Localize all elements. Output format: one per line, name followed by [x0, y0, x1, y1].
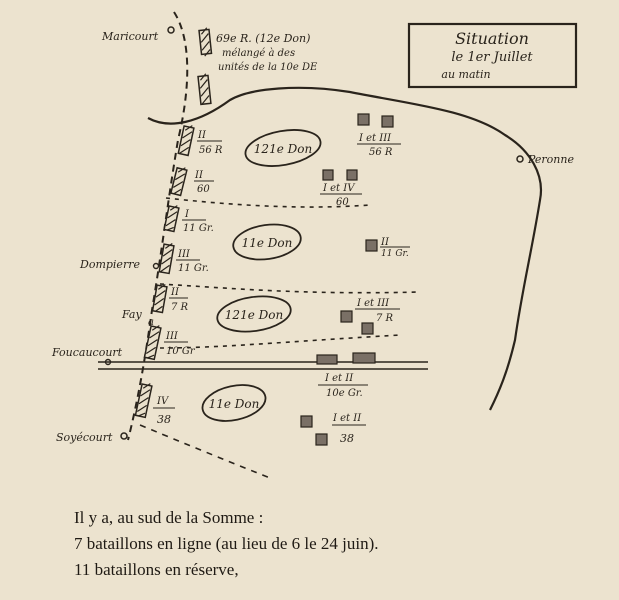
- place-peronne: Peronne: [527, 153, 574, 166]
- reserve-bat-5: I et II: [332, 413, 362, 424]
- sector-boundary: [147, 86, 543, 411]
- caption-line-3: 11 bataillons en réserve,: [74, 560, 239, 579]
- front-unit-reg-6: 38: [157, 413, 171, 426]
- map: Situation le 1er Juillet au matin Marico…: [51, 11, 578, 479]
- place-foucaucourt: Foucaucourt: [51, 346, 123, 359]
- note-69r-line3: unités de la 10e DE: [218, 62, 318, 73]
- sector-divider-1: [165, 197, 371, 208]
- place-fay: Fay: [121, 308, 142, 321]
- division-121-low: 121e Don: [225, 308, 283, 322]
- front-unit-5: III 10 Gr: [143, 325, 196, 361]
- caption-line-2: 7 bataillons en ligne (au lieu de 6 le 2…: [74, 534, 379, 553]
- place-maricourt: Maricourt: [101, 30, 159, 43]
- note-69r-line1: 69e R. (12e Don): [216, 32, 310, 45]
- front-unit-reg-3: 11 Gr.: [178, 263, 209, 274]
- place-fay-marker: a: [148, 317, 154, 328]
- title-box: [407, 22, 578, 89]
- title-line1: Situation: [455, 29, 529, 48]
- place-soyecourt: Soyécourt: [56, 431, 113, 444]
- front-unit-3: III 11 Gr.: [158, 243, 209, 275]
- division-oval-11-low: [201, 384, 267, 422]
- division-oval-121-top: [244, 129, 322, 167]
- sector-divider-2: [159, 283, 421, 294]
- reserve-bat-4: I et II: [324, 373, 354, 384]
- place-marker-soyecourt: [120, 432, 128, 440]
- front-unit-bat-4: II: [170, 287, 180, 298]
- reserve-bat-0: I et III: [358, 133, 392, 144]
- place-marker-foucaucourt: [104, 358, 112, 366]
- front-unit-bat-6: IV: [156, 396, 170, 407]
- front-unit-bat-0: II: [197, 130, 207, 141]
- reserve-reg-2: 11 Gr.: [381, 249, 409, 259]
- place-marker-peronne: [516, 155, 524, 163]
- front-unit-bat-1: II: [194, 170, 204, 181]
- sector-divider-3: [159, 334, 401, 349]
- front-unit-2: I 11 Gr.: [163, 205, 214, 234]
- reserve-bat-2: II: [380, 237, 390, 248]
- caption-line-1: Il y a, au sud de la Somme :: [74, 508, 264, 527]
- reserve-bat-3: I et III: [356, 298, 390, 309]
- reserve-5: I et II 38: [300, 413, 366, 446]
- reserve-3: I et III 7 R: [340, 298, 400, 335]
- reserve-reg-0: 56 R: [369, 147, 393, 158]
- reserve-4: I et II 10e Gr.: [316, 352, 376, 399]
- division-121-top: 121e Don: [254, 142, 312, 156]
- division-11-mid: 11e Don: [242, 236, 293, 250]
- reserve-2: II 11 Gr.: [365, 237, 410, 259]
- southern-boundary: [139, 424, 271, 479]
- reserve-reg-4: 10e Gr.: [326, 388, 363, 399]
- reserve-0: I et III 56 R: [357, 113, 401, 158]
- front-unit-reg-1: 60: [197, 184, 210, 195]
- title-line2: le 1er Juillet: [451, 50, 533, 65]
- front-unit-bat-2: I: [184, 209, 190, 220]
- front-unit-reg-4: 7 R: [171, 302, 189, 313]
- place-dompierre: Dompierre: [79, 258, 140, 271]
- unit-69r-rect-2: [197, 73, 212, 106]
- front-unit-6: IV 38: [134, 383, 175, 426]
- place-marker-dompierre: [152, 262, 160, 270]
- front-unit-reg-0: 56 R: [199, 145, 223, 156]
- unit-69r-rect-1: [198, 27, 213, 57]
- front-line: [127, 11, 189, 441]
- division-11-low: 11e Don: [209, 397, 260, 411]
- note-69r-line2: mélangé à des: [222, 48, 295, 59]
- front-units: II 56 R II 60 I 11 Gr. III 11 Gr. II 7 R: [134, 125, 223, 426]
- front-unit-reg-2: 11 Gr.: [183, 223, 214, 234]
- front-unit-0: II 56 R: [177, 125, 223, 157]
- front-unit-bat-5: III: [165, 331, 179, 342]
- reserve-reg-3: 7 R: [376, 313, 394, 324]
- reserve-reg-1: 60: [336, 197, 349, 208]
- front-unit-1: II 60: [169, 166, 214, 197]
- front-unit-bat-3: III: [177, 249, 191, 260]
- reserve-reg-5: 38: [340, 432, 354, 445]
- division-oval-11-mid: [232, 223, 302, 261]
- place-marker-maricourt: [167, 26, 175, 34]
- front-unit-reg-5: 10 Gr: [166, 346, 196, 357]
- reserve-bat-1: I et IV: [322, 183, 356, 194]
- division-oval-121-low: [216, 295, 292, 333]
- title-line3: au matin: [441, 68, 490, 81]
- front-unit-4: II 7 R: [151, 284, 189, 314]
- reserve-units: I et III 56 R I et IV 60 II 11 Gr. I et …: [300, 113, 410, 446]
- reserve-1: I et IV 60: [320, 169, 362, 208]
